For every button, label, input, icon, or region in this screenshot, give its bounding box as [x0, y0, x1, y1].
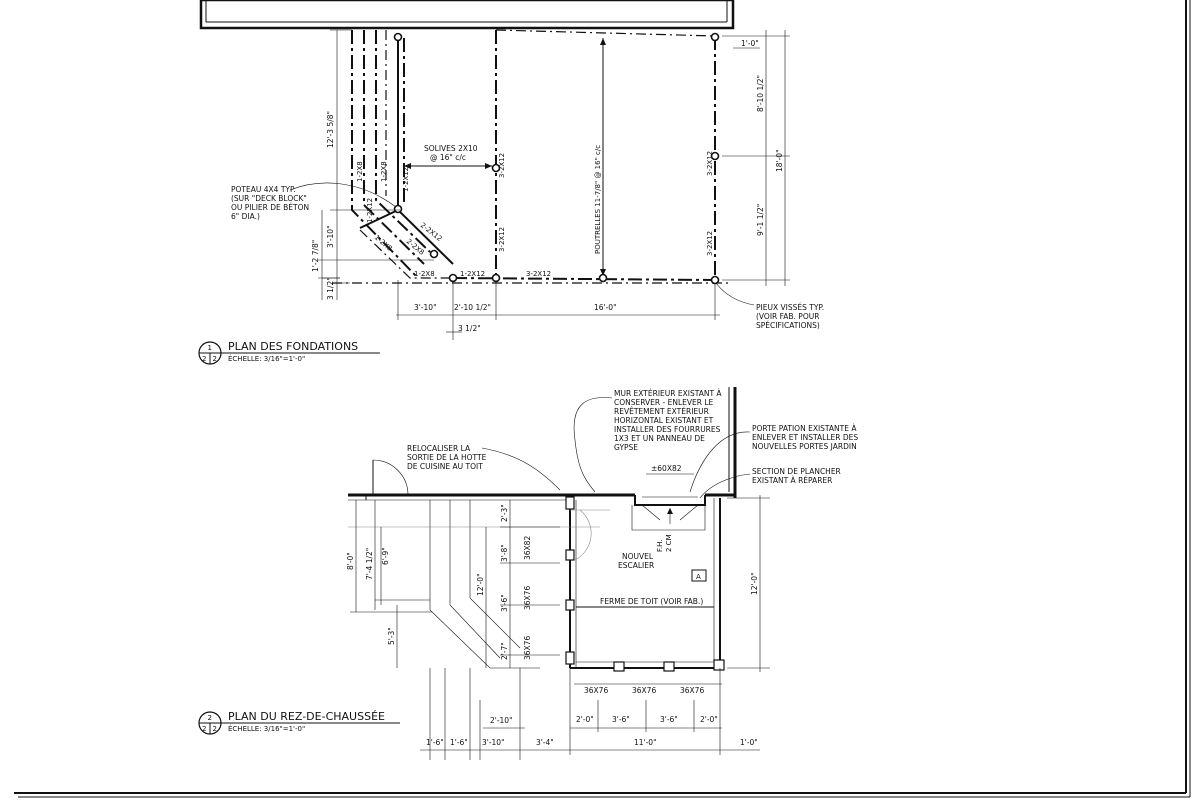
sheet-border: [14, 0, 1191, 798]
window-label: 36X76: [523, 636, 532, 660]
ground-plan-title: PLAN DU REZ-DE-CHAUSSÉE: [228, 710, 385, 723]
porte-note: PORTE PATION EXISTANTE À ENLEVER ET INST…: [752, 424, 861, 451]
ferme-note: FERME DE TOIT (VOIR FAB.): [600, 597, 703, 606]
member-label: 1-2X12: [366, 198, 374, 223]
member-label: 1-2X8: [356, 161, 364, 182]
ref-number: 2: [213, 725, 217, 733]
member-label: 1-2X8: [414, 270, 435, 278]
dim-label: 3'-6": [660, 715, 678, 724]
foundation-plan-title: PLAN DES FONDATIONS: [228, 340, 358, 353]
section-tag: [691, 569, 707, 582]
member-label: 3-2X12: [498, 153, 506, 178]
member-label: 1-2X12: [460, 270, 485, 278]
dim-label: 2'-3": [500, 504, 509, 522]
member-label: 3-2X12: [706, 151, 714, 176]
dim-label: 3'-6": [500, 594, 509, 612]
door-size-label: ±60X82: [651, 464, 682, 473]
window-label: 36X76: [523, 586, 532, 610]
ground-floor-plan: A 36X82 36X76 36X76 36X76 36X76 36X76 RE…: [198, 387, 861, 760]
escalier-note: NOUVEL ESCALIER: [618, 552, 655, 570]
dim-label: 6'-9": [381, 547, 390, 565]
joist-note: POUTRELLES 11-7/8" @ 16" c/c: [594, 145, 602, 254]
dim-label: 1'-0": [741, 39, 759, 48]
member-label: 3-2X12: [498, 227, 506, 252]
pieux-note: PIEUX VISSÉS TYP. (VOIR FAB. POUR SPÉCIF…: [756, 303, 827, 330]
dim-label: 1'-2 7/8": [311, 240, 320, 272]
dim-label: 16'-0": [594, 303, 617, 312]
ref-number: 2: [202, 355, 206, 363]
mur-note: MUR EXTÉRIEUR EXISTANT À CONSERVER - ENL…: [614, 389, 724, 452]
dim-label: 2'-10 1/2": [454, 303, 491, 312]
dim-label: 2'-7": [500, 642, 509, 660]
ref-number: 2: [208, 714, 212, 722]
fh-note: F.H.: [656, 540, 664, 553]
dim-label: 3'-8": [500, 544, 509, 562]
section-tag-label: A: [696, 573, 701, 581]
dim-label: 3 1/2": [458, 324, 481, 333]
window-label: 36X82: [523, 536, 532, 560]
window-label: 36X76: [680, 686, 704, 695]
dim-label: 1'-6": [426, 738, 444, 747]
ground-plan-scale: ÉCHELLE: 3/16"=1'-0": [228, 724, 305, 733]
member-label: 3-2X12: [706, 231, 714, 256]
dim-label: 1'-0": [740, 738, 758, 747]
dim-label: 2'-0": [700, 715, 718, 724]
section-note: SECTION DE PLANCHER EXISTANT À RÉPARER: [752, 467, 843, 485]
relocaliser-note: RELOCALISER LA SORTIE DE LA HOTTE DE CUI…: [407, 444, 489, 471]
dim-label: 3 1/2": [326, 277, 335, 300]
dim-label: 3'-10": [326, 225, 335, 248]
foundation-plan-scale: ÉCHELLE: 3/16"=1'-0": [228, 354, 305, 363]
dim-label: 3'-10": [414, 303, 437, 312]
ref-number: 2: [202, 725, 206, 733]
member-label: 3-2X12: [526, 270, 551, 278]
dim-label: 12'-3 5/8": [326, 111, 335, 148]
dim-label: 12'-0": [476, 573, 485, 596]
member-label: 1-2X12: [402, 167, 410, 192]
dim-label: 8'-0": [346, 552, 355, 570]
window-label: 36X76: [632, 686, 656, 695]
dim-label: 7'-4 1/2": [365, 548, 374, 580]
member-label: 1-2X8: [373, 233, 394, 252]
dim-label: 5'-3": [387, 627, 396, 645]
ref-number: 2: [213, 355, 217, 363]
dim-label: 18'-0": [775, 149, 784, 172]
ref-number: 1: [208, 344, 212, 352]
dim-label: 12'-0": [750, 572, 759, 595]
dim-label: 11'-0": [634, 738, 657, 747]
dim-label: 9'-1 1/2": [756, 204, 765, 236]
dim-label: 3'-4": [536, 738, 554, 747]
dim-label: 3'-10": [482, 738, 505, 747]
dim-label: 8'-10 1/2": [756, 75, 765, 112]
dim-label: 2'-10": [490, 716, 513, 725]
solives-note: SOLIVES 2X10 @ 16" c/c: [424, 144, 480, 162]
member-label: 1-2X8: [380, 161, 388, 182]
dim-label: 2'-0": [576, 715, 594, 724]
poteau-note: POTEAU 4X4 TYP. (SUR "DECK BLOCK" OU PIL…: [231, 185, 312, 221]
fh-note: 2 CM: [665, 534, 673, 552]
foundation-plan: 1-2X8 1-2X8 1-2X12 2-2X12 1-2X12 1-2X8 2…: [198, 0, 827, 365]
existing-house-outline: [199, 0, 735, 30]
window-label: 36X76: [584, 686, 608, 695]
dim-label: 3'-6": [612, 715, 630, 724]
member-label: 2-2X12: [419, 221, 444, 243]
dim-label: 1'-6": [450, 738, 468, 747]
